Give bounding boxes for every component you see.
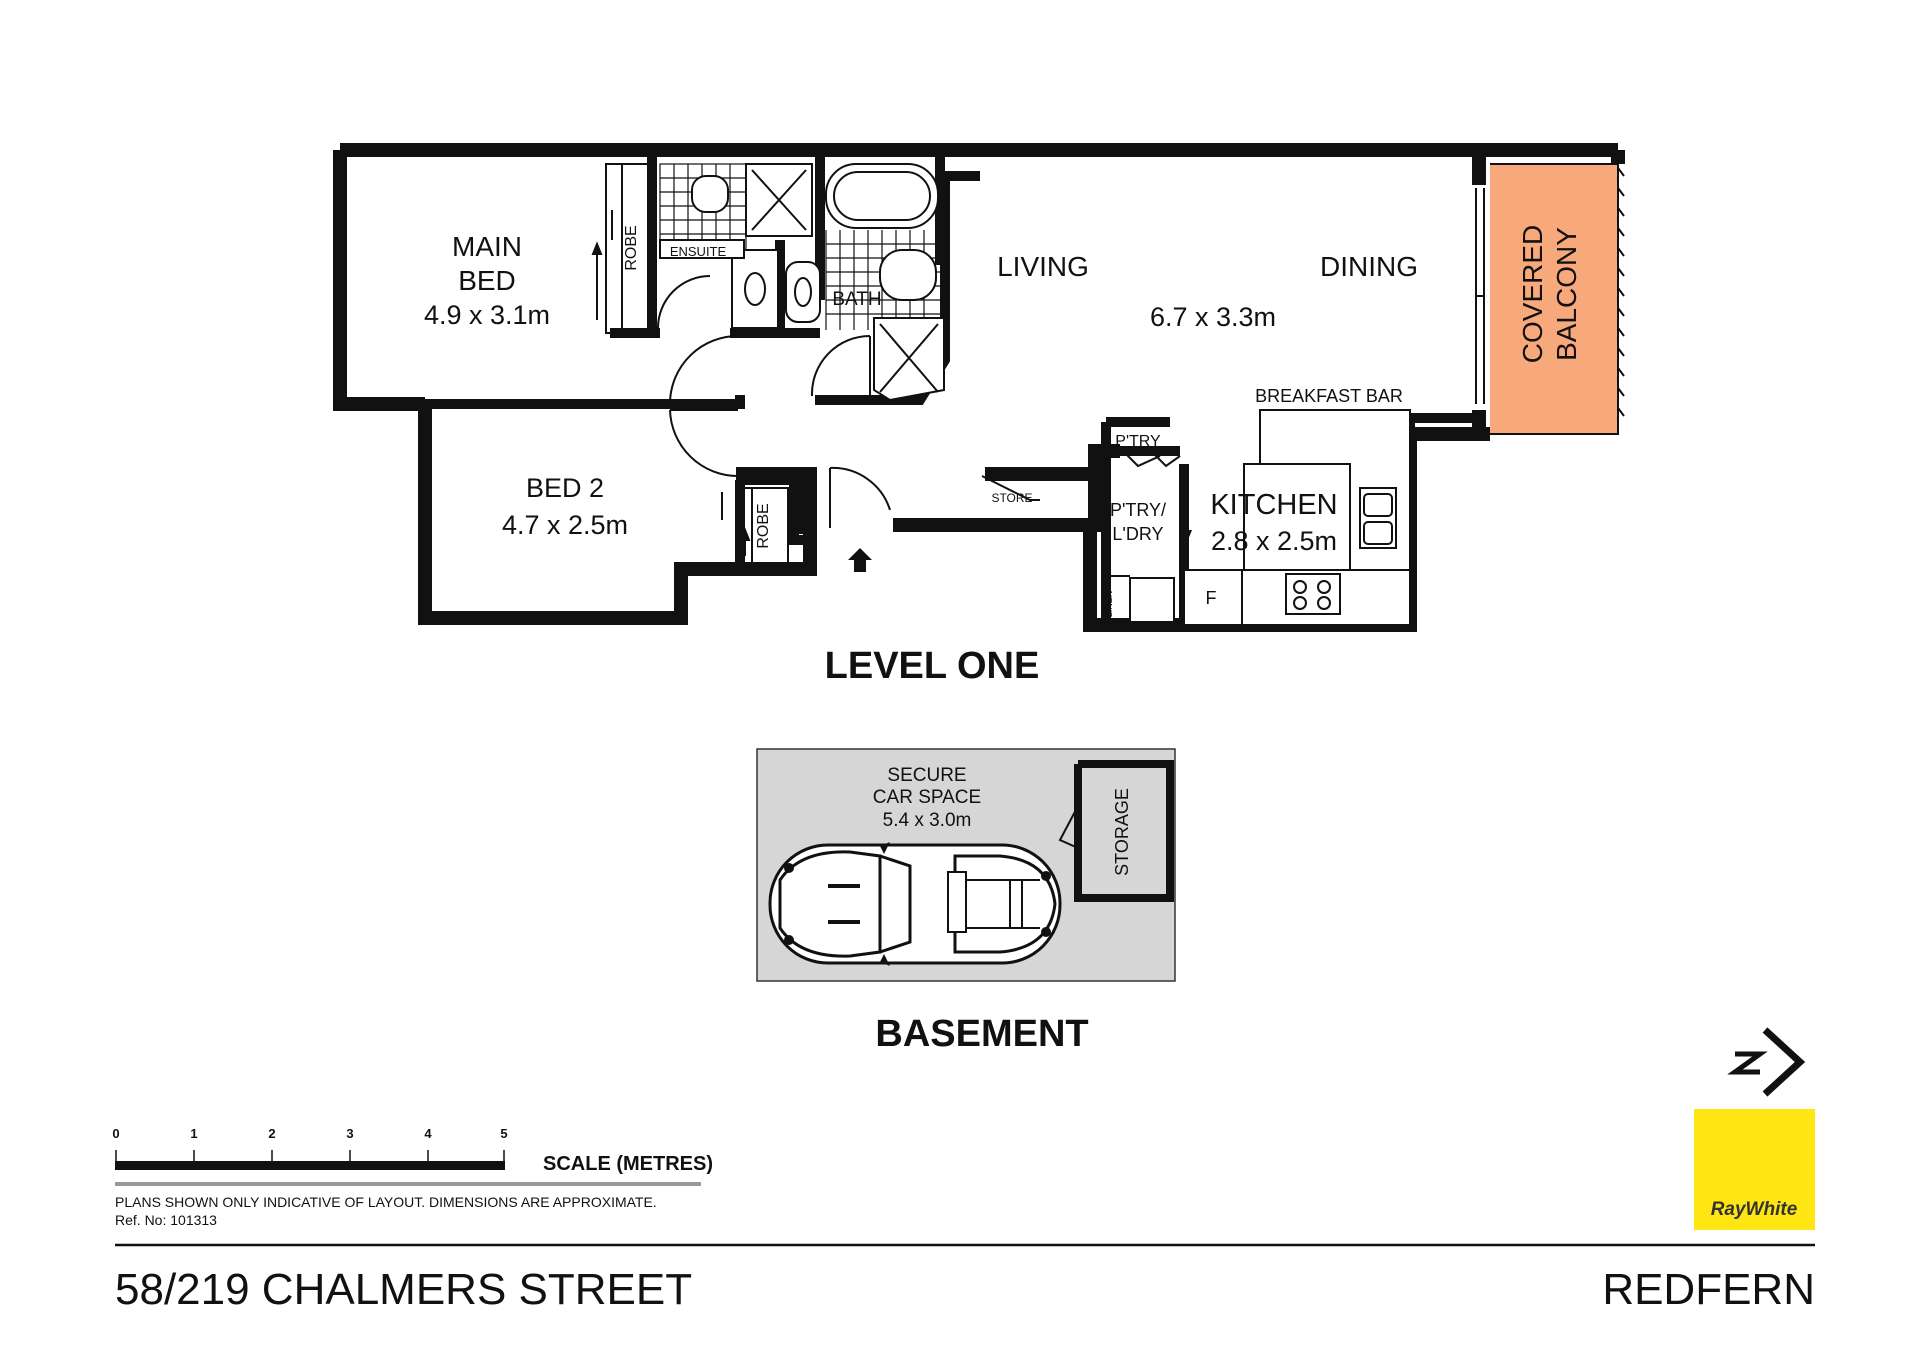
kitchen-label: KITCHEN <box>1210 489 1337 521</box>
car-space-label-1: SECURE <box>887 765 966 786</box>
kitchen-dims: 2.8 x 2.5m <box>1211 526 1337 556</box>
living-dining-dims: 6.7 x 3.3m <box>1150 302 1276 332</box>
address-text: 58/219 CHALMERS STREET <box>115 1265 692 1314</box>
level-one-title: LEVEL ONE <box>825 645 1040 687</box>
main-bed-label: MAIN <box>452 231 522 262</box>
bed2-robe-label: ROBE <box>755 503 772 548</box>
bed2-label: BED 2 <box>526 473 604 503</box>
balcony-label-2: BALCONY <box>1551 227 1582 361</box>
car-space-dims: 5.4 x 3.0m <box>883 810 972 831</box>
scale-tick-1: 1 <box>190 1126 197 1141</box>
covered-balcony-area <box>1490 164 1618 434</box>
kitchen-fixtures <box>1110 409 1411 626</box>
basement-title: BASEMENT <box>875 1013 1088 1055</box>
main-bed-robe <box>591 163 651 334</box>
scale-label: SCALE (METRES) <box>543 1153 713 1175</box>
scale-tick-0: 0 <box>112 1126 119 1141</box>
ensuite-fixtures <box>659 163 813 329</box>
logo-text: RayWhite <box>1711 1199 1798 1220</box>
ref-number: Ref. No: 101313 <box>115 1212 217 1228</box>
car-icon <box>768 842 1062 966</box>
suburb-text: REDFERN <box>1602 1265 1815 1314</box>
pantry-label: P'TRY <box>1115 433 1161 450</box>
north-arrow-icon <box>1727 1027 1806 1097</box>
doors <box>657 275 1181 528</box>
store-label: STORE <box>991 491 1032 505</box>
disclaimer-text: PLANS SHOWN ONLY INDICATIVE OF LAYOUT. D… <box>115 1194 657 1210</box>
exterior-walls <box>333 143 1625 632</box>
scale-tick-4: 4 <box>424 1126 432 1141</box>
bath-label: BATH <box>832 289 881 310</box>
car-space-label-2: CAR SPACE <box>873 787 981 808</box>
pantry-laundry-label-1: P'TRY/ <box>1110 500 1166 520</box>
main-bed-dims: 4.9 x 3.1m <box>424 300 550 330</box>
dining-label: DINING <box>1320 251 1418 282</box>
scale-bar: 0 1 2 3 4 5 SCALE (METRES) <box>112 1126 713 1186</box>
entry-arrow-icon <box>848 548 872 572</box>
linen-label: LINEN <box>1104 591 1114 618</box>
bed2-robe <box>721 487 789 567</box>
main-bed-label-2: BED <box>458 265 516 296</box>
living-label: LIVING <box>997 251 1089 282</box>
scale-tick-3: 3 <box>346 1126 353 1141</box>
basement-plan: STORAGE SECURE CAR SPACE 5.4 x 3.0m BASE… <box>756 748 1176 1055</box>
raywhite-logo: RayWhite <box>1694 1109 1815 1230</box>
room-labels: MAIN BED 4.9 x 3.1m ROBE ENSUITE BATH BE… <box>424 225 1582 617</box>
balcony-label-1: COVERED <box>1517 225 1548 363</box>
bed2-dims: 4.7 x 2.5m <box>502 510 628 540</box>
scale-tick-5: 5 <box>500 1126 507 1141</box>
main-robe-label: ROBE <box>623 225 640 270</box>
bath-fixtures <box>785 163 945 402</box>
scale-tick-2: 2 <box>268 1126 275 1141</box>
fridge-label: F <box>1206 588 1217 608</box>
ensuite-label: ENSUITE <box>670 244 727 259</box>
breakfast-bar-label: BREAKFAST BAR <box>1255 386 1403 406</box>
level-one-plan: MAIN BED 4.9 x 3.1m ROBE ENSUITE BATH BE… <box>333 143 1625 687</box>
balcony-outline <box>1490 163 1625 435</box>
storage-label: STORAGE <box>1112 788 1132 876</box>
pantry-laundry-label-2: L'DRY <box>1112 524 1163 544</box>
